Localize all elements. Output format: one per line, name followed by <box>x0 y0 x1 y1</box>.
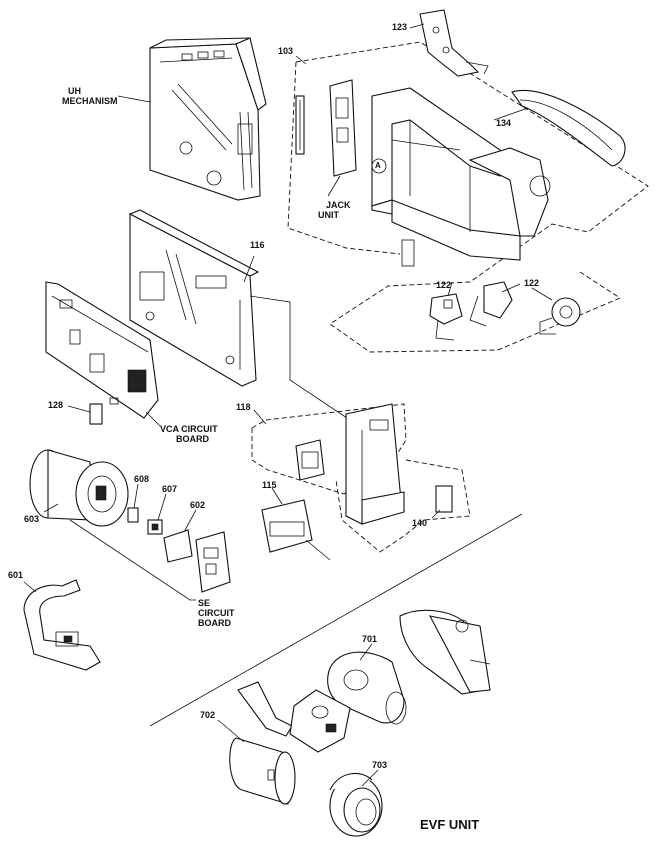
se-circuit-board-part <box>195 531 231 593</box>
label-part-123: 123 <box>392 22 408 32</box>
jack-unit-leader <box>327 175 341 197</box>
part-140-leader <box>431 509 441 519</box>
part-122-leader-b <box>501 283 521 293</box>
part-607 <box>147 519 163 535</box>
part-140 <box>435 485 453 513</box>
motor-603-part <box>29 449 129 527</box>
label-se-line3: BOARD <box>198 618 231 628</box>
label-vca-line1: VCA CIRCUIT <box>160 424 218 434</box>
part-601-leader <box>23 581 37 593</box>
label-part-118: 118 <box>236 402 251 412</box>
connector-block-part <box>295 439 325 481</box>
label-part-122-b: 122 <box>524 278 540 288</box>
part-701-leader <box>359 643 373 661</box>
label-part-140: 140 <box>412 518 428 528</box>
label-se-line1: SE <box>198 598 211 608</box>
part-602-leader <box>183 509 197 533</box>
part-128-leader <box>67 405 91 413</box>
label-part-703: 703 <box>372 760 388 770</box>
part-115 <box>261 499 313 553</box>
group-140-outline <box>335 459 471 553</box>
jack-unit-part <box>295 79 357 177</box>
motor-to-se-line <box>69 519 196 601</box>
label-se-line2: CIRCUIT <box>198 608 235 618</box>
part-122-leader-c <box>531 287 553 301</box>
label-part-701: 701 <box>362 634 378 644</box>
uh-mechanism-leader <box>117 95 151 103</box>
switch-122-right-part <box>539 297 581 335</box>
uh-mechanism-part <box>149 37 267 201</box>
part-608 <box>127 507 139 523</box>
vca-circuit-board-part <box>45 281 159 419</box>
assembly-103-outline <box>295 41 649 353</box>
strap-leader <box>493 107 529 121</box>
chassis-116-part <box>128 209 260 387</box>
label-callout-a: A <box>375 161 381 170</box>
section-separator-line <box>149 513 523 727</box>
label-part-608: 608 <box>134 474 150 484</box>
label-part-602: 602 <box>190 500 206 510</box>
part-702-leader <box>217 719 245 743</box>
part-601 <box>23 579 101 671</box>
callout-a-circle <box>371 158 387 174</box>
label-jack-unit-line1: JACK <box>326 200 351 210</box>
label-part-607: 607 <box>162 484 178 494</box>
bracket-118-part <box>345 403 405 525</box>
part-608-leader <box>133 483 139 509</box>
label-evf-unit: EVF UNIT <box>420 817 480 832</box>
switch-122-mid-part <box>469 281 513 327</box>
part-607-leader <box>157 493 167 521</box>
part-122-leader-a <box>447 281 453 297</box>
part-703-leader <box>361 769 379 787</box>
part-115-leader <box>271 487 283 505</box>
label-part-115: 115 <box>262 480 277 490</box>
part-115-link <box>305 539 331 561</box>
evf-crt-702 <box>229 737 296 805</box>
grip-strap-part <box>511 90 626 167</box>
label-part-702: 702 <box>200 710 216 720</box>
label-part-128: 128 <box>48 400 64 410</box>
group-118-leader <box>253 409 267 425</box>
chassis-116-leader <box>243 255 255 283</box>
assembly-103-leader <box>295 55 307 65</box>
chassis-connection-line <box>249 295 351 421</box>
label-part-603: 603 <box>24 514 40 524</box>
part-128 <box>89 403 103 425</box>
label-part-116: 116 <box>250 240 265 250</box>
label-vca-line2: BOARD <box>176 434 209 444</box>
part-602 <box>163 529 193 563</box>
bracket-123-leader <box>409 23 425 29</box>
bracket-123-part <box>419 9 489 77</box>
evf-flex-cable <box>237 681 293 737</box>
evf-circuit-board <box>289 689 351 753</box>
label-part-103: 103 <box>278 46 294 56</box>
evf-eyepiece-703 <box>329 772 383 837</box>
evf-housing-part <box>399 609 491 695</box>
assembly-103-outline-left <box>287 61 401 255</box>
evf-lens-barrel-701 <box>327 651 407 725</box>
label-part-601: 601 <box>8 570 24 580</box>
part-603-leader <box>43 503 59 513</box>
main-frame-part <box>371 87 551 267</box>
vca-board-leader <box>145 411 161 427</box>
label-part-134: 134 <box>496 118 512 128</box>
label-part-122-a: 122 <box>436 280 452 290</box>
switch-122-left-part <box>429 293 463 341</box>
label-uh-mechanism-line2: MECHANISM <box>62 96 118 106</box>
label-uh-mechanism-line1: UH <box>68 86 81 96</box>
label-jack-unit-line2: UNIT <box>318 210 339 220</box>
